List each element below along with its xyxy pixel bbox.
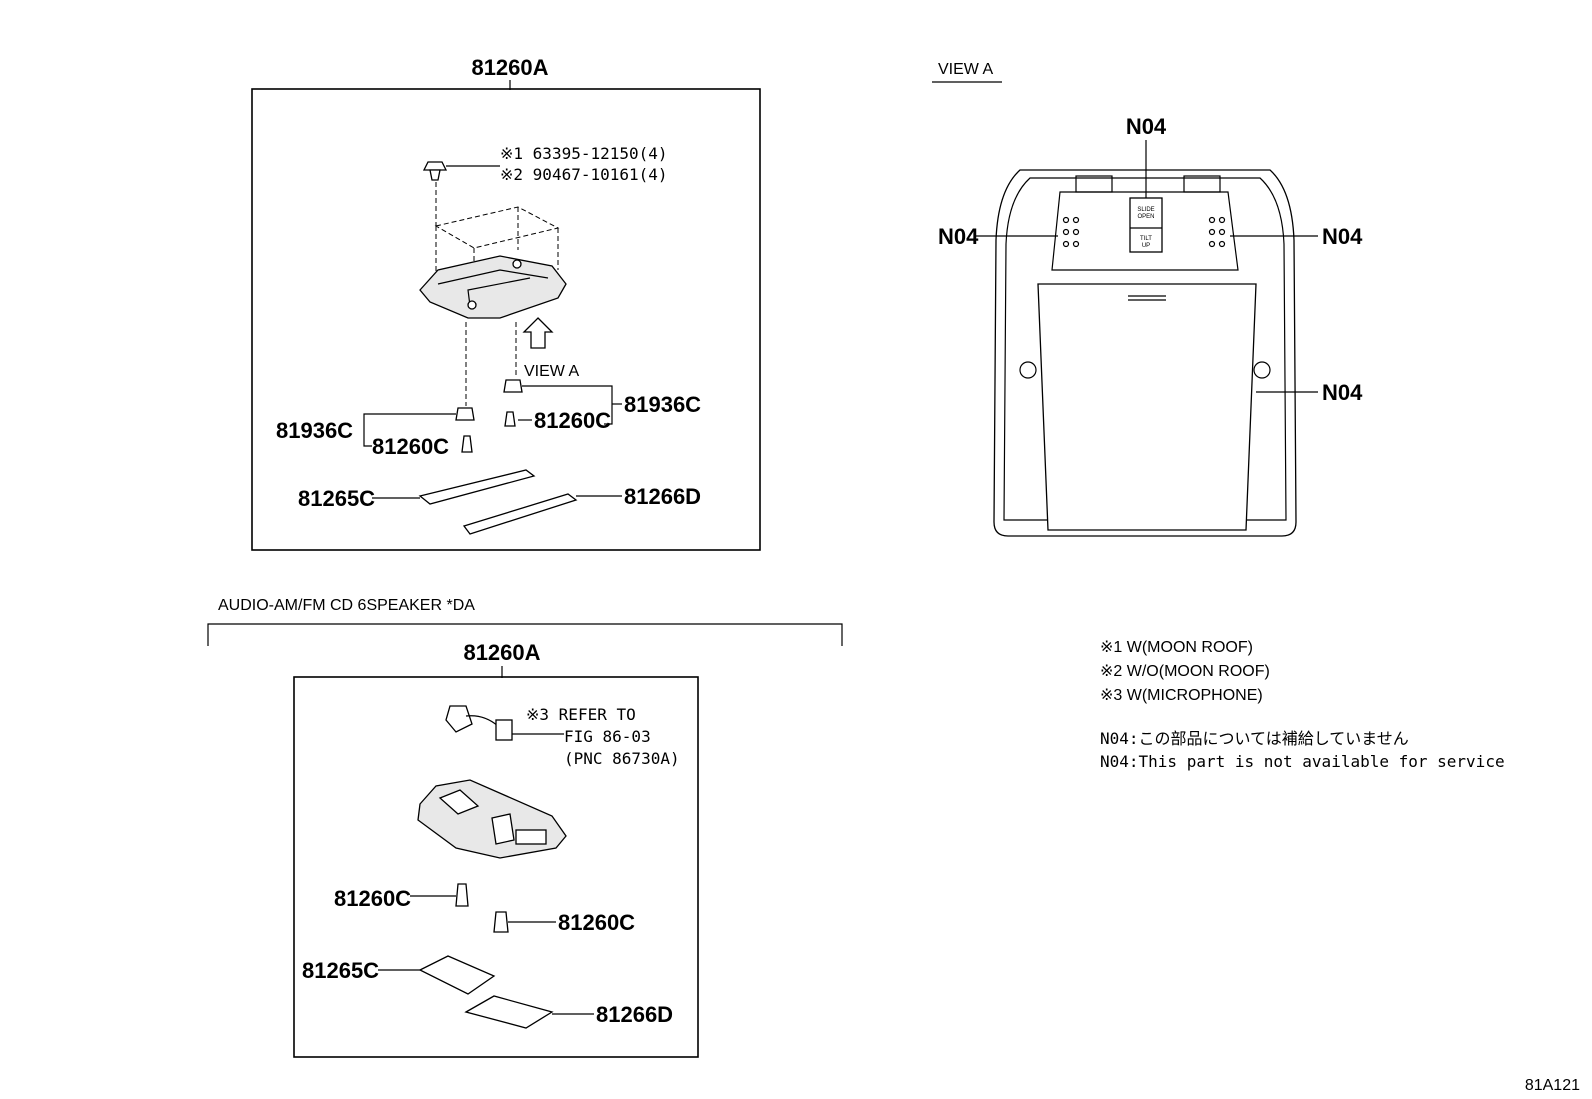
left-bulb-label[interactable]: 81260C: [372, 434, 449, 459]
note-2: ※2 W/O(MOON ROOF): [1100, 663, 1270, 680]
refer-line-1: ※3 REFER TO: [526, 705, 636, 724]
slide-button-label-2: OPEN: [1137, 214, 1154, 220]
lens-icon: [418, 469, 536, 505]
top-assembly-title[interactable]: 81260A: [471, 55, 548, 80]
bulb-icon: [461, 435, 473, 453]
lens-icon: [418, 955, 496, 995]
refer-line-3: (PNC 86730A): [564, 749, 680, 768]
view-a: VIEW A SLIDE OPEN TILT UP: [932, 61, 1363, 537]
bottom-section-header: AUDIO-AM/FM CD 6SPEAKER *DA: [218, 597, 475, 614]
screw-note-2: ※2 90467-10161(4): [500, 165, 668, 184]
left-socket-label[interactable]: 81936C: [276, 418, 353, 443]
n04-note-en: N04:This part is not available for servi…: [1100, 752, 1505, 771]
left-lens-label[interactable]: 81265C: [302, 958, 379, 983]
n04-top-label[interactable]: N04: [1126, 114, 1167, 139]
note-3: ※3 W(MICROPHONE): [1100, 687, 1263, 704]
n04-right-label[interactable]: N04: [1322, 224, 1363, 249]
bulb-icon: [504, 411, 516, 427]
view-a-title: VIEW A: [938, 61, 993, 78]
n04-right-lower-label[interactable]: N04: [1322, 380, 1363, 405]
screw-icon: [422, 161, 448, 181]
right-socket-label[interactable]: 81936C: [624, 392, 701, 417]
left-lens-label[interactable]: 81265C: [298, 486, 375, 511]
tilt-button-label-1: TILT: [1140, 236, 1152, 242]
view-arrow-icon: [522, 317, 554, 349]
bottom-assembly-title[interactable]: 81260A: [463, 640, 540, 665]
right-lens-label[interactable]: 81266D: [624, 484, 701, 509]
notes: ※1 W(MOON ROOF) ※2 W/O(MOON ROOF) ※3 W(M…: [1100, 639, 1505, 771]
n04-note-jp: N04:この部品については補給していません: [1100, 729, 1409, 748]
bulb-icon: [455, 883, 469, 907]
left-bulb-label[interactable]: 81260C: [334, 886, 411, 911]
right-lens-label[interactable]: 81266D: [596, 1002, 673, 1027]
refer-line-2: FIG 86-03: [564, 727, 651, 746]
right-bulb-label[interactable]: 81260C: [558, 910, 635, 935]
view-a-pointer-label: VIEW A: [524, 363, 579, 380]
overhead-console-icon: SLIDE OPEN TILT UP: [993, 169, 1297, 537]
socket-icon: [455, 407, 475, 421]
top-assembly: 81260A ※1 63395-12150(4) ※2 90467-10161(…: [251, 55, 761, 551]
console-housing-icon: [417, 779, 567, 859]
note-1: ※1 W(MOON ROOF): [1100, 639, 1253, 656]
microphone-icon: [445, 705, 513, 741]
socket-icon: [503, 379, 523, 393]
n04-left-label[interactable]: N04: [938, 224, 979, 249]
figure-id: 81A121: [1525, 1077, 1580, 1094]
bulb-icon: [493, 911, 509, 933]
lens-icon: [464, 995, 554, 1029]
top-assembly-frame: [251, 88, 761, 551]
screw-note-1: ※1 63395-12150(4): [500, 144, 668, 163]
lens-icon: [462, 493, 578, 535]
bottom-assembly-frame: [293, 676, 699, 1058]
slide-button-label-1: SLIDE: [1137, 207, 1154, 213]
bottom-section: AUDIO-AM/FM CD 6SPEAKER *DA 81260A ※3 RE…: [207, 597, 843, 1058]
right-bulb-label[interactable]: 81260C: [534, 408, 611, 433]
console-housing-icon: [419, 255, 567, 319]
tilt-button-label-2: UP: [1142, 243, 1150, 249]
